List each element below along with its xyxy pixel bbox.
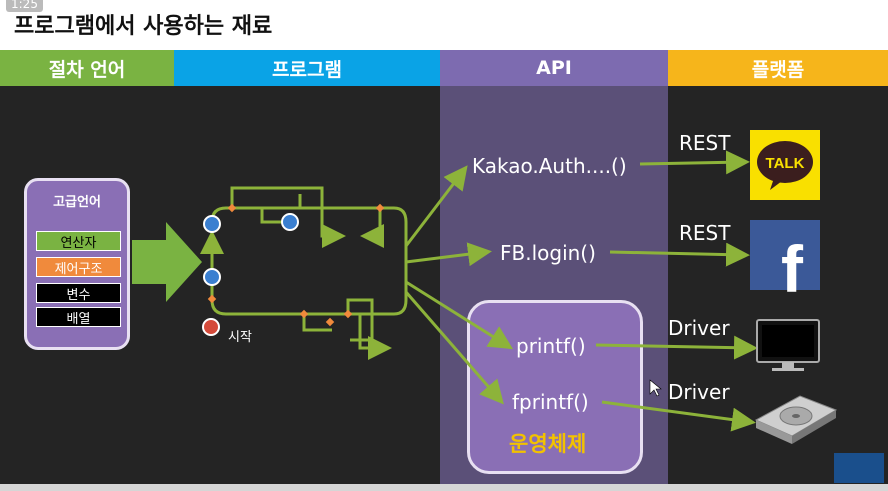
flow-markers [207, 203, 385, 327]
facebook-f-text: f [781, 232, 804, 306]
header-platform: 플랫폼 [668, 50, 888, 86]
monitor-icon [756, 319, 820, 371]
timestamp-badge: 1:25 [6, 0, 43, 12]
flow-node [203, 268, 221, 286]
header-procedural-language: 절차 언어 [0, 50, 174, 86]
item-operator: 연산자 [36, 231, 121, 251]
footer-strip [0, 484, 888, 491]
item-array: 배열 [36, 307, 121, 327]
protocol-rest-kakao: REST [679, 131, 731, 155]
title-bar: 1:25 프로그램에서 사용하는 재료 [0, 0, 888, 50]
item-control-structure: 제어구조 [36, 257, 121, 277]
mouse-cursor-icon [649, 379, 662, 397]
header-program: 프로그램 [174, 50, 440, 86]
flow-node [203, 215, 221, 233]
slide-title: 프로그램에서 사용하는 재료 [14, 14, 273, 39]
flow-node [281, 213, 299, 231]
api-printf: printf() [516, 334, 586, 358]
big-right-arrow [132, 222, 202, 302]
api-fprintf: fprintf() [512, 390, 589, 414]
high-level-language-box: 고급언어 연산자 제어구조 변수 배열 [24, 178, 130, 350]
item-variable: 변수 [36, 283, 121, 303]
thumbnail-decoration [834, 453, 884, 483]
os-label: 운영체제 [509, 432, 587, 456]
api-kakao-auth: Kakao.Auth....() [472, 154, 627, 178]
hard-disk-icon [754, 395, 838, 444]
kakao-talk-text: TALK [766, 155, 805, 172]
header-api: API [440, 50, 668, 86]
start-label: 시작 [228, 330, 252, 345]
protocol-rest-fb: REST [679, 221, 731, 245]
program-flow-loop [200, 186, 408, 360]
start-node [202, 318, 220, 336]
kakaotalk-icon: TALK [750, 130, 820, 200]
protocol-driver-printf: Driver [668, 316, 730, 340]
high-level-language-title: 고급언어 [53, 195, 101, 210]
protocol-driver-fprintf: Driver [668, 380, 730, 404]
api-fb-login: FB.login() [500, 241, 596, 265]
api-arrows [404, 150, 758, 432]
facebook-icon: f [750, 220, 820, 306]
